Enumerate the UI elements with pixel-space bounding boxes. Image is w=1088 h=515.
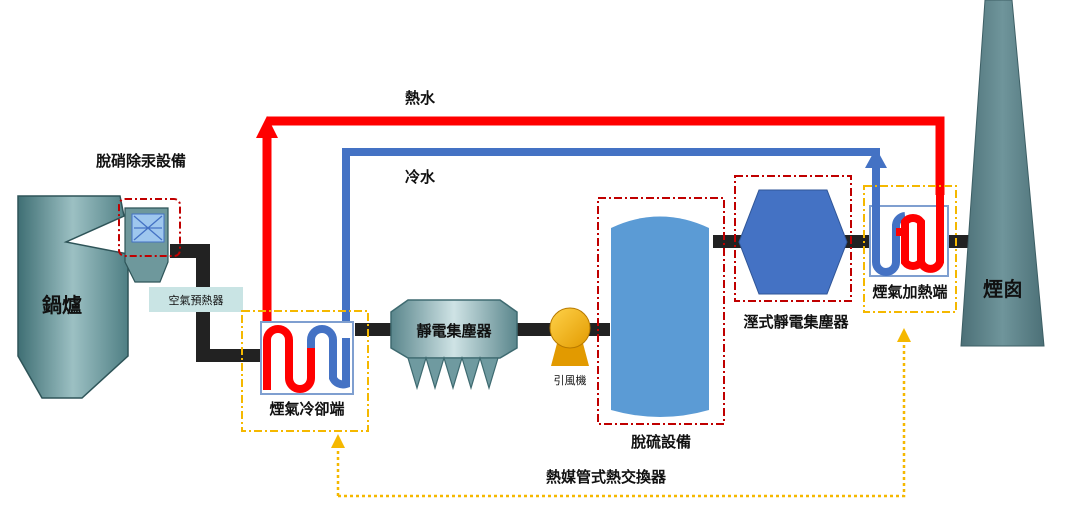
heat-medium-loop bbox=[331, 328, 911, 498]
induced-draft-fan: 引風機 bbox=[549, 307, 591, 387]
cold-water-label: 冷水 bbox=[405, 168, 436, 186]
chimney-label: 煙囪 bbox=[983, 277, 1023, 301]
flue-gas-reheater-highlight bbox=[863, 185, 957, 313]
wet-esp-label: 溼式靜電集塵器 bbox=[743, 313, 849, 331]
desulfurization-tower: 脫硫設備 bbox=[597, 197, 725, 451]
wet-esp-highlight bbox=[734, 175, 852, 302]
denitration-unit bbox=[118, 198, 181, 283]
heat-exchanger-label: 熱媒管式熱交換器 bbox=[546, 468, 667, 486]
id-fan-label: 引風機 bbox=[554, 373, 587, 387]
denitration-label: 脫硝除汞設備 bbox=[96, 152, 186, 170]
esp-label: 靜電集塵器 bbox=[416, 322, 492, 340]
flue-gas-cooler-label: 煙氣冷卻端 bbox=[269, 400, 344, 418]
electrostatic-precipitator: 靜電集塵器 bbox=[390, 299, 518, 391]
flue-gas-duct bbox=[170, 235, 972, 362]
desulfurization-label: 脫硫設備 bbox=[631, 433, 691, 451]
flue-gas-cooler-highlight bbox=[241, 310, 369, 432]
wet-electrostatic-precipitator: 溼式靜電集塵器 bbox=[734, 175, 852, 331]
chimney: 煙囪 bbox=[960, 0, 1045, 347]
boiler-label: 鍋爐 bbox=[42, 293, 82, 317]
flue-gas-reheater: 煙氣加熱端 bbox=[863, 185, 957, 313]
boiler: 鍋爐 bbox=[17, 195, 129, 399]
air-preheater: 空氣預熱器 bbox=[149, 287, 243, 312]
denitration-highlight bbox=[118, 198, 181, 257]
hot-water-label: 熱水 bbox=[405, 89, 436, 107]
flue-gas-reheater-label: 煙氣加熱端 bbox=[872, 283, 947, 301]
flue-gas-cooler: 煙氣冷卻端 bbox=[241, 310, 369, 432]
air-preheater-label: 空氣預熱器 bbox=[169, 293, 224, 307]
